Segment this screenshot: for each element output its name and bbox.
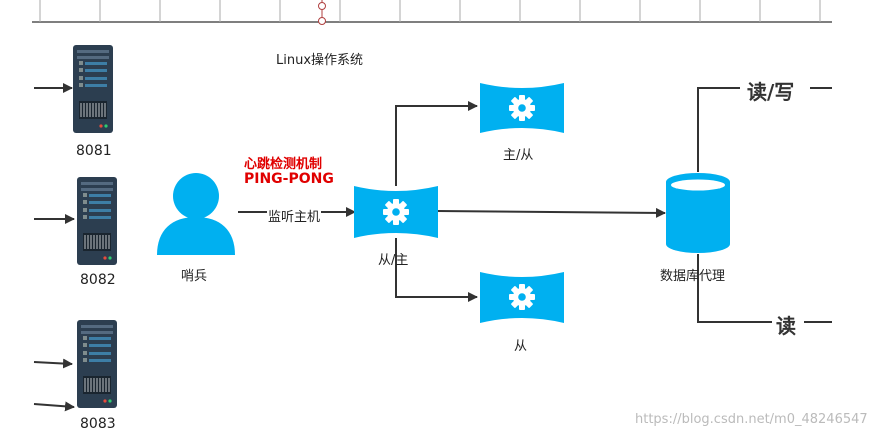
- watermark: https://blog.csdn.net/m0_48246547: [635, 412, 868, 427]
- proxy-label: 数据库代理: [660, 269, 726, 284]
- read-write-label: 读/写: [747, 80, 795, 104]
- node-center-label: 从/主: [378, 253, 409, 268]
- arrow-center-to-bottom: [395, 238, 478, 302]
- os-title: Linux操作系统: [276, 53, 364, 68]
- heartbeat-label: 心跳检测机制: [244, 157, 323, 172]
- node-top-label: 主/从: [503, 148, 534, 163]
- read-line: [697, 254, 772, 323]
- top-bar-ticks: [39, 0, 821, 22]
- arrow-center-to-top: [395, 101, 478, 186]
- server-8081-label: 8081: [76, 143, 112, 159]
- monitor-label: 监听主机: [267, 206, 322, 225]
- node-top-shape[interactable]: [480, 83, 564, 133]
- sentinel-person-icon: [157, 173, 235, 255]
- arrow-to-server-8083-a: [33, 358, 73, 369]
- node-center-shape[interactable]: [354, 186, 438, 238]
- server-8083-icon: [76, 319, 118, 409]
- server-8083-label: 8083: [80, 416, 116, 432]
- split-marker-top[interactable]: [318, 2, 326, 10]
- sentinel-label: 哨兵: [181, 269, 208, 284]
- node-bottom-label: 从: [514, 339, 528, 354]
- arrow-to-server-8083-b: [33, 401, 75, 412]
- database-proxy-icon: [666, 173, 730, 253]
- server-8082-label: 8082: [80, 272, 116, 288]
- server-8081-icon: [72, 44, 114, 134]
- split-marker-bottom[interactable]: [318, 17, 326, 25]
- server-8082-icon: [76, 176, 118, 266]
- read-write-line: [697, 87, 740, 172]
- ping-pong-label: PING-PONG: [244, 171, 334, 187]
- gear-icon: [509, 284, 535, 310]
- read-label: 读: [776, 314, 796, 338]
- node-bottom-shape[interactable]: [480, 272, 564, 323]
- arrow-center-to-proxy: [436, 207, 666, 218]
- gear-icon: [383, 199, 409, 225]
- gear-icon: [509, 95, 535, 121]
